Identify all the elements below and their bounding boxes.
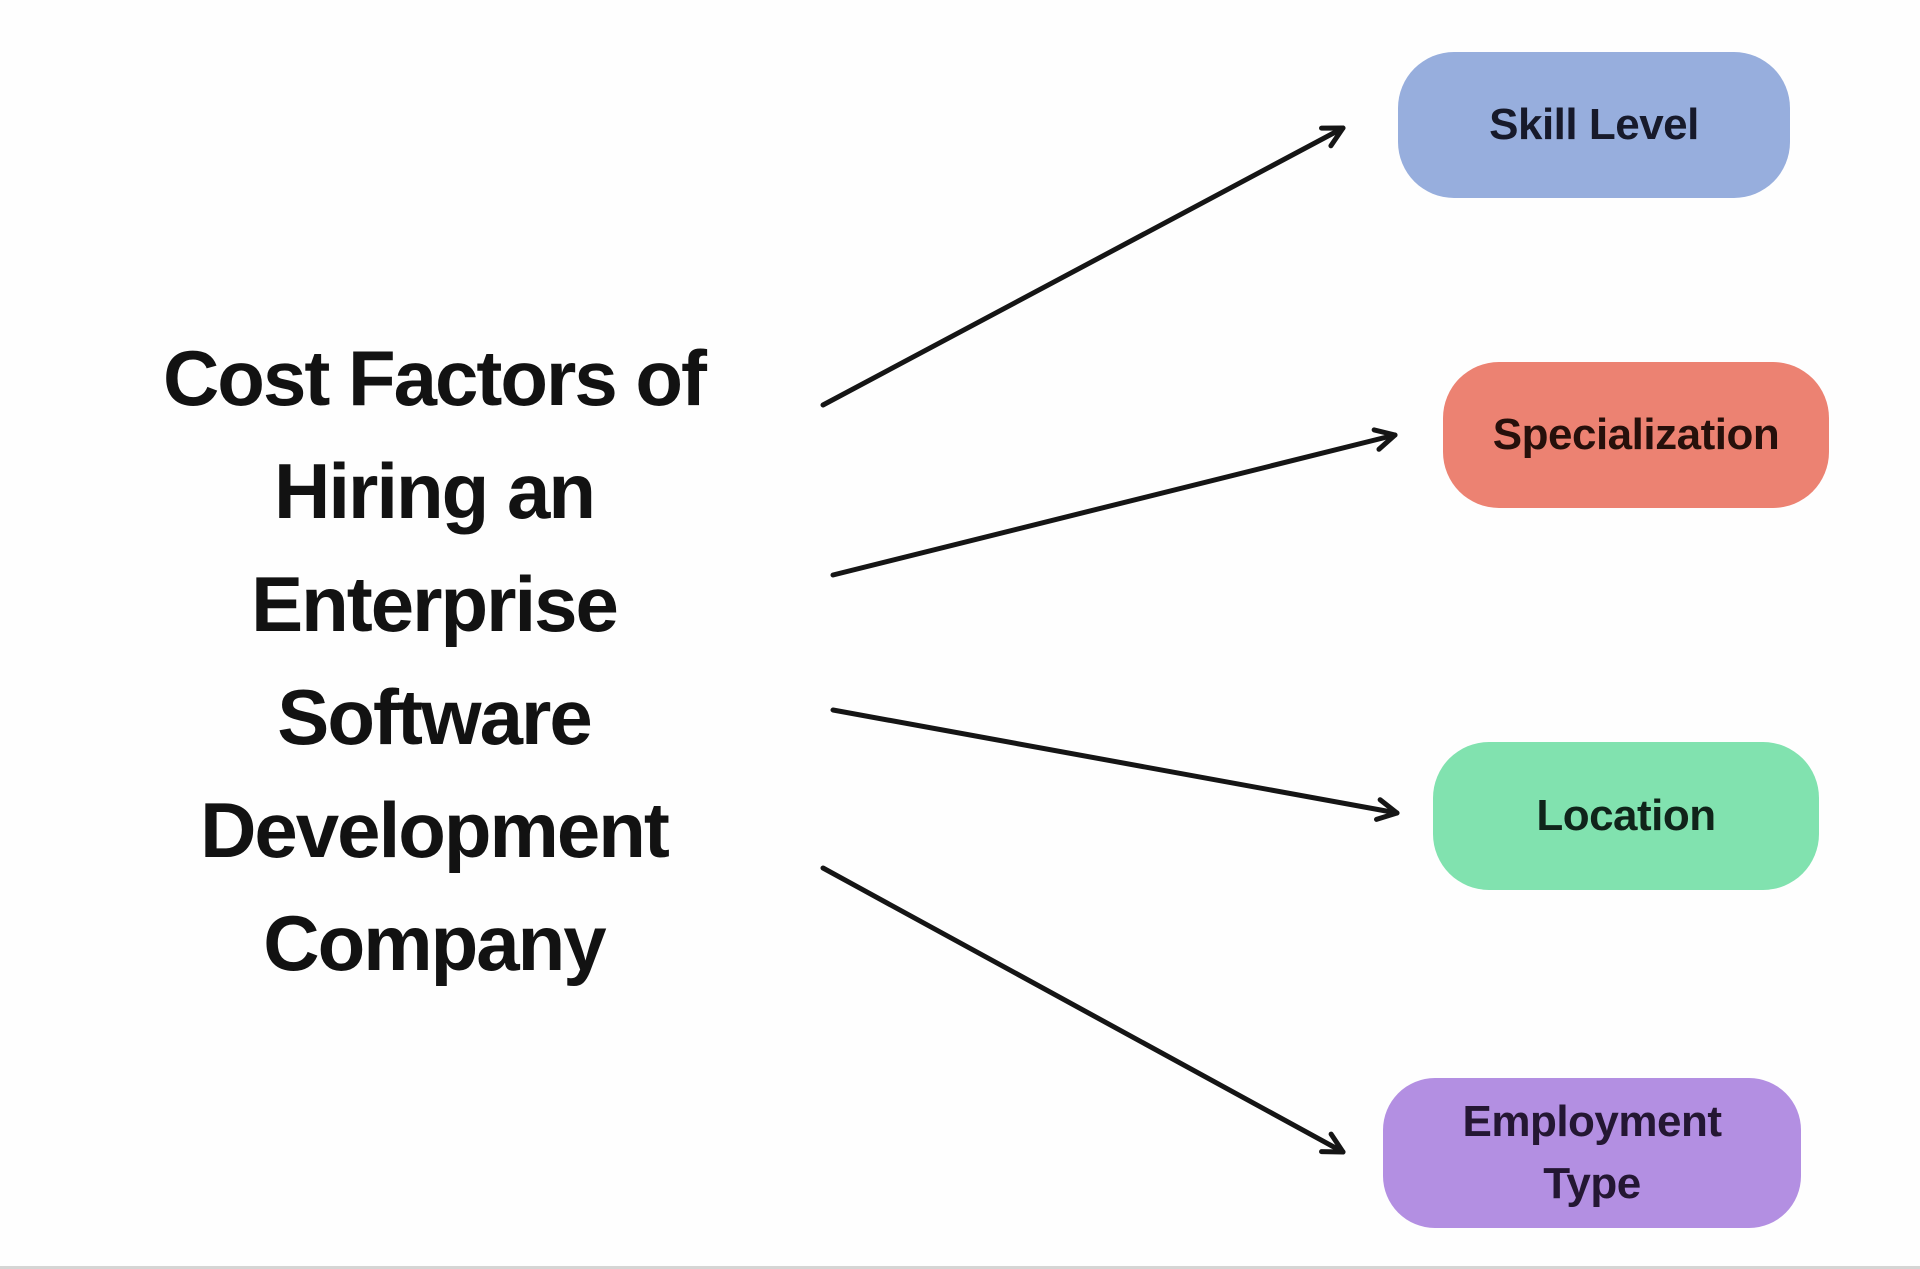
factor-node-location: Location [1433, 742, 1819, 890]
arrow-specialization [830, 427, 1398, 578]
factor-label: Employment Type [1462, 1097, 1722, 1208]
bottom-edge-line [0, 1266, 1920, 1269]
diagram-title: Cost Factors of Hiring an Enterprise Sof… [84, 322, 784, 1000]
title-line: Enterprise [251, 560, 619, 648]
factor-label: Location [1536, 791, 1716, 840]
title-line: Cost Factors of [162, 334, 707, 422]
arrow-employment-type [820, 865, 1346, 1155]
factor-node-employment-type: Employment Type [1383, 1078, 1801, 1228]
title-line: Company [263, 899, 606, 987]
factor-node-skill-level: Skill Level [1398, 52, 1790, 198]
factor-label: Specialization [1492, 410, 1780, 459]
arrow-skill-level [820, 125, 1346, 408]
title-line: Development [200, 786, 670, 874]
title-line: Software [277, 673, 592, 761]
factor-label: Skill Level [1489, 100, 1699, 149]
arrow-location [830, 707, 1400, 822]
title-line: Hiring an [273, 447, 596, 535]
factor-node-specialization: Specialization [1443, 362, 1829, 508]
